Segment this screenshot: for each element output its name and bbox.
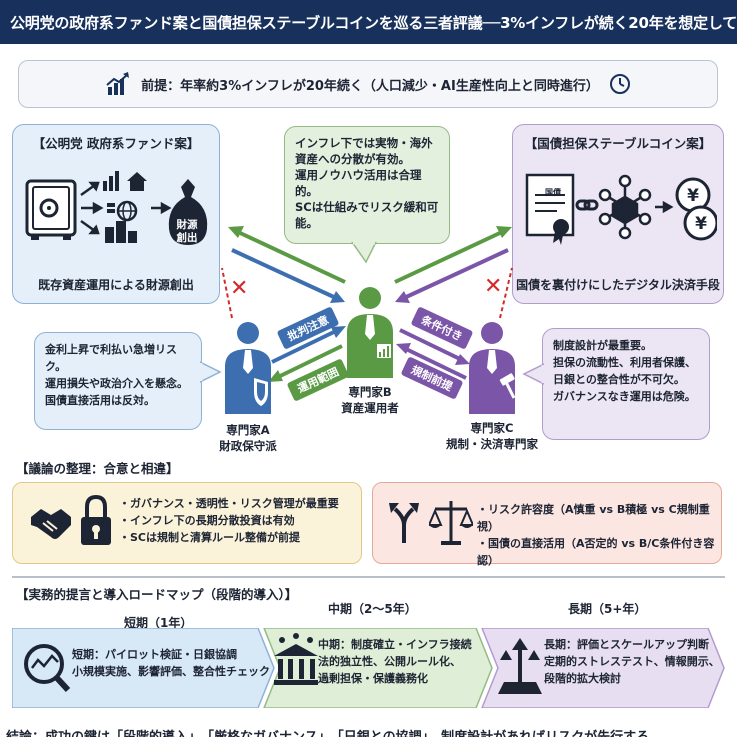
swf-illustration xyxy=(25,171,208,245)
premise-box: 前提：年率約3%インフレが20年続く（人口減少・AI生産性向上と同時進行） xyxy=(18,60,718,108)
agreement-list: ・ガバナンス・透明性・リスク管理が最重要 ・インフレ下の長期分散投資は有効 ・S… xyxy=(119,497,339,544)
expert-c-speech-bubble: 制度設計が最重要。 担保の流動性、利用者保護、 日銀との整合性が不可欠。 ガバナ… xyxy=(542,328,710,440)
roadmap-heading: 【実務的提言と導入ロードマップ（段階的導入）】 xyxy=(16,587,298,602)
clock-icon xyxy=(609,74,630,94)
swf-panel-caption: 既存資産運用による財源創出 xyxy=(38,278,194,292)
expert-c-bubble-tail xyxy=(522,363,544,385)
conclusion-text: 結論：成功の鍵は「段階的導入」、「厳格なガバナンス」、「日銀との協調」。制度設計… xyxy=(6,726,649,737)
purple-arrow-c-to-b xyxy=(396,343,467,380)
difference-box: ・リスク許容度（A慎重 vs B積極 vs C規制重視） ・国債の直接活用（A否… xyxy=(372,482,722,567)
roadmap-short-items: 短期：パイロット検証・日銀協調 小規模実施、影響評価、整合性チェック xyxy=(72,648,270,678)
phase-mid-label: 中期（2〜5年） xyxy=(328,602,417,616)
purple-arrow-b-to-c xyxy=(399,328,470,365)
stablecoin-proposal-panel: 【国債担保ステーブルコイン案】 xyxy=(512,124,724,304)
roadmap-short-arrow xyxy=(12,628,275,708)
svg-text:¥: ¥ xyxy=(687,186,699,206)
padlock-icon xyxy=(81,494,111,545)
expert-a-reject-mark: ✕ xyxy=(230,276,249,301)
agreement-box: ・ガバナンス・透明性・リスク管理が最重要 ・インフレ下の長期分散投資は有効 ・S… xyxy=(12,482,362,564)
safe-icon xyxy=(25,179,77,240)
green-arrow-to-stablecoin xyxy=(394,226,512,284)
stablecoin-illustration: ¥ ¥ xyxy=(525,173,717,245)
expert-c-label: 専門家C 規制・決済専門家 xyxy=(446,421,538,451)
expert-a-figure xyxy=(225,322,271,414)
expert-c-reject-mark: ✕ xyxy=(484,274,503,299)
title-bar: 公明党の政府系ファンド案と国債担保ステーブルコインを巡る三者評議──3%インフレ… xyxy=(0,0,737,44)
expert-c-caution-line xyxy=(499,267,513,319)
blue-arrow-a-to-b xyxy=(271,326,346,364)
swf-panel-title: 【公明党 政府系ファンド案】 xyxy=(32,136,200,151)
stablecoin-panel-caption: 国債を裏付けにしたデジタル決済手段 xyxy=(516,278,720,292)
blue-arrow-to-expert-b xyxy=(231,248,345,303)
roadmap-arrows xyxy=(12,628,725,708)
yen-coin-icon: ¥ ¥ xyxy=(675,177,717,241)
page-title: 公明党の政府系ファンド案と国債担保ステーブルコインを巡る三者評議──3%インフレ… xyxy=(10,13,737,32)
money-bag-icon xyxy=(168,179,208,245)
to-coin-arrow xyxy=(655,200,674,214)
phase-long-label: 長期（5+年） xyxy=(568,602,647,616)
stablecoin-panel-title: 【国債担保ステーブルコイン案】 xyxy=(524,136,712,151)
house-icon xyxy=(127,172,147,191)
coin-stack-icon xyxy=(107,203,115,213)
scale-icon xyxy=(429,501,473,545)
roadmap-long-arrow xyxy=(481,628,725,708)
purple-arrow-to-expert-b xyxy=(395,248,509,303)
scale-up-icon xyxy=(498,638,542,694)
premise-text: 前提：年率約3%インフレが20年続く（人口減少・AI生産性向上と同時進行） xyxy=(141,78,599,94)
section-divider xyxy=(12,576,725,578)
bond-cert-label: 国債 xyxy=(545,188,561,197)
expert-a-label: 専門家A 財政保守派 xyxy=(219,423,277,453)
expert-c-figure xyxy=(469,322,516,414)
summary-heading: 【議論の整理：合意と相違】 xyxy=(16,461,179,476)
money-bag-label: 財源 創出 xyxy=(176,219,198,244)
growth-chart-icon xyxy=(106,72,130,95)
svg-text:¥: ¥ xyxy=(695,214,707,234)
globe-icon xyxy=(116,200,138,222)
expert-b-bubble-tail xyxy=(351,242,377,264)
to-bag-arrow xyxy=(151,201,172,215)
roadmap-mid-items: 中期：制度確立・インフラ接続 法的独立性、公開ルール化、 過剰担保・保護義務化 xyxy=(318,638,472,685)
difference-list: ・リスク許容度（A慎重 vs B積極 vs C規制重視） ・国債の直接活用（A否… xyxy=(477,503,715,567)
expert-b-figure xyxy=(347,287,393,378)
green-arrow-to-swf xyxy=(228,226,346,284)
phase-short-label: 短期（1年） xyxy=(124,616,193,630)
magnifier-icon xyxy=(24,644,71,693)
expert-a-bubble-tail xyxy=(200,361,222,383)
flow-arrows xyxy=(80,181,104,235)
gavel-icon xyxy=(499,373,516,399)
expert-a-objection-line xyxy=(221,267,233,319)
chain-link-icon xyxy=(575,199,599,211)
handshake-icon xyxy=(31,509,71,539)
fork-arrows-icon xyxy=(389,503,419,543)
bond-certificate-icon xyxy=(525,173,575,245)
green-arrow-b-to-a xyxy=(268,344,343,382)
institution-icon xyxy=(274,633,318,685)
expert-b-label: 専門家B 資産運用者 xyxy=(341,385,399,415)
blockchain-icon xyxy=(598,174,652,240)
swf-proposal-panel: 【公明党 政府系ファンド案】 xyxy=(12,124,220,304)
bar-chart-icon xyxy=(103,171,119,191)
roadmap-long-items: 長期：評価とスケールアップ判断 定期的ストレステスト、情報開示、 段階的拡大検討 xyxy=(544,638,720,685)
relation-arrows xyxy=(221,226,513,382)
buildings-icon xyxy=(105,221,137,243)
expert-a-speech-bubble: 金利上昇で利払い急増リスク。 運用損失や政治介入を懸念。 国債直接活用は反対。 xyxy=(34,332,202,430)
